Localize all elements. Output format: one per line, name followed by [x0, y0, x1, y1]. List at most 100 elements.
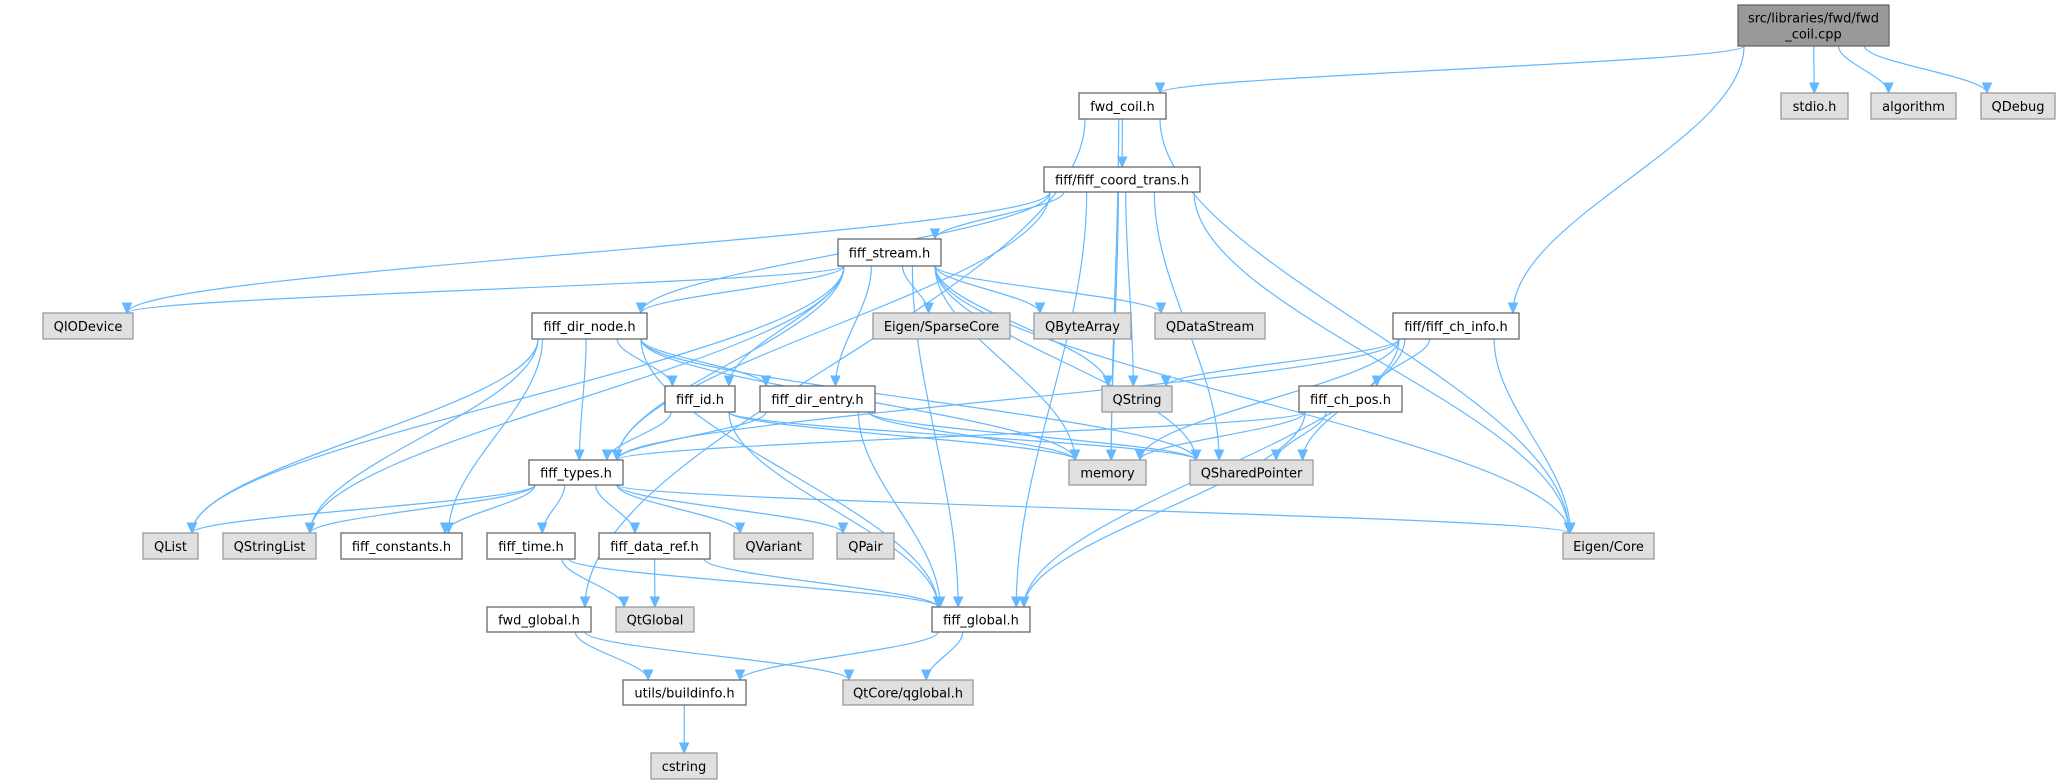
node-fiff-global[interactable]: fiff_global.h: [931, 606, 1031, 633]
edge-dir_entry-to-memory: [868, 411, 1076, 461]
node-box: [486, 606, 592, 633]
node-box: [836, 532, 895, 560]
edge-coord_trans-to-eigen_core: [1193, 191, 1570, 534]
node-label: fiff_ch_pos.h: [1310, 393, 1391, 408]
edge-coord_trans-to-qstring: [1125, 191, 1134, 387]
node-box: [1101, 385, 1173, 413]
arrowhead-icon: [1155, 302, 1167, 315]
edge-stream-to-sparse: [901, 265, 930, 314]
node-eigen-core: Eigen/Core: [1562, 532, 1655, 560]
node-label: QPair: [848, 540, 883, 555]
arrowhead-icon: [1154, 82, 1166, 95]
node-fwd-coil[interactable]: fwd_coil.h: [1078, 92, 1167, 120]
edge-dir_node-to-qlist: [191, 338, 539, 534]
edge-stream-to-qshared: [934, 265, 1197, 461]
node-label: fiff/fiff_ch_info.h: [1404, 320, 1508, 335]
node-qglobal: QtCore/qglobal.h: [842, 679, 974, 706]
node-stream[interactable]: fiff_stream.h: [837, 238, 942, 267]
node-box: [1780, 92, 1849, 120]
edge-ch_pos-to-fiff_global: [1023, 411, 1306, 608]
edge-fwd_global-to-qglobal: [584, 631, 850, 681]
node-types[interactable]: fiff_types.h: [528, 459, 624, 486]
arrowhead-icon: [1160, 375, 1172, 388]
node-dir-entry[interactable]: fiff_dir_entry.h: [759, 385, 876, 413]
edge-stream-to-fiff_global: [911, 265, 959, 608]
node-fiff-id[interactable]: fiff_id.h: [664, 385, 736, 413]
arrowhead-icon: [618, 596, 630, 609]
edge-fiff_id-to-qshared: [728, 411, 1197, 461]
node-label: Eigen/Core: [1573, 540, 1644, 555]
edge-dir_entry-to-fiff_global: [857, 411, 941, 608]
arrowhead-icon: [1563, 522, 1575, 535]
node-ch-pos[interactable]: fiff_ch_pos.h: [1298, 385, 1403, 413]
arrowhead-icon: [611, 449, 623, 462]
edge-types-to-qpair: [616, 484, 844, 534]
node-label: fiff_types.h: [540, 467, 612, 482]
edge-cpp-to-qdebug: [1864, 45, 1988, 94]
node-box: [733, 532, 814, 560]
arrowhead-icon: [1010, 596, 1022, 609]
node-data-ref[interactable]: fiff_data_ref.h: [598, 532, 711, 560]
node-label: QList: [154, 540, 187, 555]
arrowhead-icon: [678, 742, 690, 755]
arrowhead-icon: [723, 375, 735, 388]
edge-coord_trans-to-stream: [934, 191, 1065, 240]
node-box: [1033, 312, 1132, 340]
arrowhead-icon: [920, 669, 932, 682]
arrowhead-icon: [837, 522, 849, 535]
edge-cpp-to-ch_info: [1512, 45, 1745, 314]
node-label: QStringList: [234, 540, 306, 555]
node-box: [1154, 312, 1266, 340]
arrowhead-icon: [1190, 449, 1202, 462]
node-label: fiff_time.h: [498, 540, 563, 555]
arrowhead-icon: [1371, 375, 1383, 388]
node-label: QString: [1112, 393, 1161, 408]
edge-coord_trans-to-qiodevice: [126, 191, 1051, 314]
node-box: [842, 679, 974, 706]
arrowhead-icon: [635, 302, 647, 315]
edge-types-to-constants: [444, 484, 536, 534]
node-label: memory: [1080, 467, 1135, 482]
node-coord-trans[interactable]: fiff/fiff_coord_trans.h: [1043, 166, 1201, 193]
node-algorithm: algorithm: [1870, 92, 1957, 120]
node-dir-node[interactable]: fiff_dir_node.h: [531, 312, 648, 340]
arrowhead-icon: [574, 449, 585, 462]
node-box: [759, 385, 876, 413]
arrowhead-icon: [1883, 82, 1894, 95]
node-box: [1870, 92, 1957, 120]
arrowhead-icon: [642, 669, 654, 682]
node-cpp[interactable]: src/libraries/fwd/fwd_coil.cpp: [1737, 4, 1890, 47]
edge-stream-to-dir_entry: [834, 265, 873, 387]
node-label: QIODevice: [54, 320, 123, 335]
arrowhead-icon: [1116, 156, 1128, 169]
arrowhead-icon: [304, 522, 316, 535]
node-label: QtGlobal: [627, 614, 684, 629]
edge-fiff_global-to-qglobal: [925, 631, 964, 681]
node-label: QSharedPointer: [1201, 467, 1303, 482]
node-sparse: Eigen/SparseCore: [872, 312, 1011, 340]
node-label: fiff_stream.h: [849, 247, 931, 262]
node-fwd-global[interactable]: fwd_global.h: [486, 606, 592, 633]
arrowhead-icon: [1134, 449, 1146, 462]
edge-fiff_global-to-buildinfo: [739, 631, 939, 681]
edge-dir_entry-to-types: [616, 411, 767, 461]
edge-dir_entry-to-qshared: [868, 411, 1197, 461]
arrowhead-icon: [649, 596, 661, 609]
node-box: [872, 312, 1011, 340]
edge-ch_info-to-eigen_core: [1493, 338, 1571, 534]
node-constants[interactable]: fiff_constants.h: [340, 532, 463, 560]
edge-dir_node-to-qstringlist: [309, 338, 539, 534]
arrowhead-icon: [121, 302, 133, 315]
node-ch-info[interactable]: fiff/fiff_ch_info.h: [1392, 312, 1520, 340]
node-label: QDebug: [1992, 100, 2045, 115]
node-qstringlist: QStringList: [222, 532, 317, 560]
node-label: fiff_id.h: [676, 393, 724, 408]
node-time[interactable]: fiff_time.h: [486, 532, 576, 560]
edge-dir_node-to-qshared: [640, 338, 1197, 461]
edge-dir_node-to-dir_entry: [640, 338, 767, 387]
node-label: Eigen/SparseCore: [884, 320, 999, 335]
edge-stream-to-qstring: [934, 265, 1109, 387]
node-buildinfo[interactable]: utils/buildinfo.h: [622, 679, 747, 706]
edge-stream-to-types: [616, 265, 845, 461]
